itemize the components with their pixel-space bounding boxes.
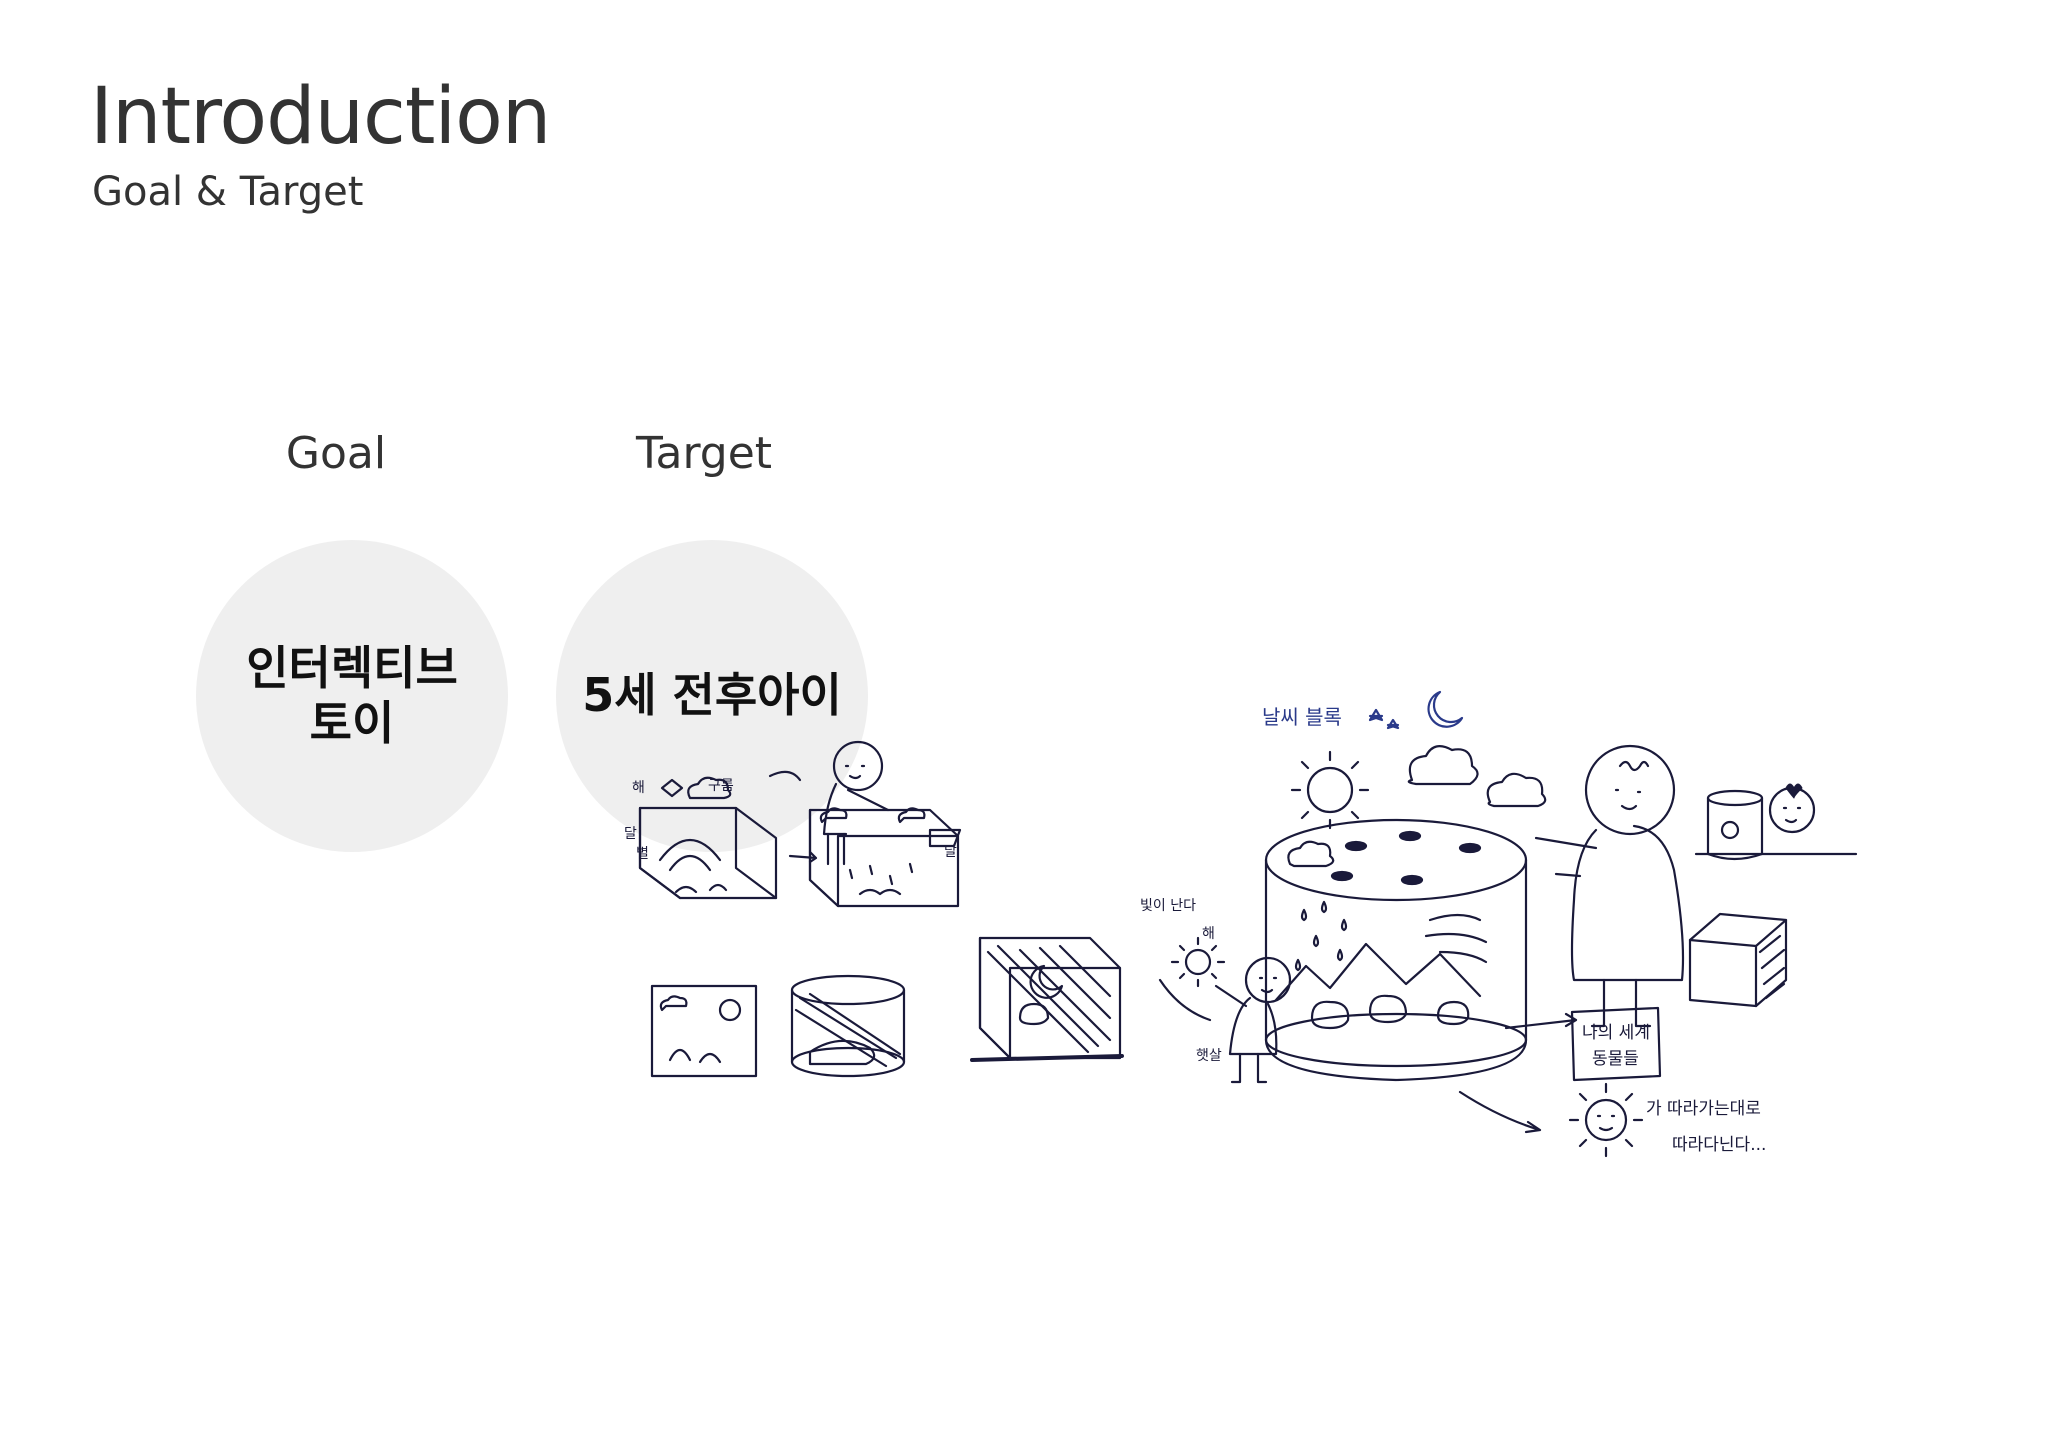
child-figure-right bbox=[1534, 744, 1685, 1028]
cylinder-toy-sketch: 날씨 블록 bbox=[1262, 690, 1766, 1158]
goal-label: Goal bbox=[285, 428, 387, 479]
my-world-label-2: 동물들 bbox=[1592, 1049, 1639, 1069]
svg-text:해: 해 bbox=[632, 780, 645, 796]
target-label: Target bbox=[635, 428, 773, 479]
svg-text:해: 해 bbox=[1202, 926, 1215, 942]
goal-circle: 인터렉티브 토이 bbox=[196, 540, 508, 852]
svg-text:달: 달 bbox=[624, 826, 637, 842]
child-figure-left bbox=[822, 740, 890, 866]
slide-subtitle: Goal & Target bbox=[92, 169, 364, 215]
open-box-sketch: 해 구름 달 별 bbox=[624, 770, 802, 900]
small-tank-sketch bbox=[1694, 783, 1858, 861]
my-world-label: 나의 세계 bbox=[1582, 1023, 1650, 1043]
svg-text:빛이 난다: 빛이 난다 bbox=[1140, 898, 1196, 914]
svg-text:햇살: 햇살 bbox=[1196, 1048, 1222, 1064]
svg-text:달: 달 bbox=[944, 844, 957, 860]
svg-text:별: 별 bbox=[636, 846, 649, 862]
bottom-left-sketches: 빛이 난다 해 햇살 bbox=[650, 898, 1292, 1084]
target-circle: 5세 전후아이 bbox=[556, 540, 868, 852]
concept-sketch: 날씨 블록 bbox=[600, 680, 2000, 1340]
follow-label-1: 가 따라가는대로 bbox=[1646, 1099, 1761, 1119]
slide-title: Introduction bbox=[90, 72, 551, 162]
clear-box-sketch: 달 bbox=[788, 807, 962, 908]
weather-block-label: 날씨 블록 bbox=[1262, 705, 1342, 729]
cube-sketch bbox=[1688, 912, 1788, 1008]
goal-circle-text: 인터렉티브 토이 bbox=[246, 640, 458, 750]
target-circle-text: 5세 전후아이 bbox=[582, 668, 842, 723]
follow-label-2: 따라다닌다... bbox=[1672, 1135, 1766, 1155]
